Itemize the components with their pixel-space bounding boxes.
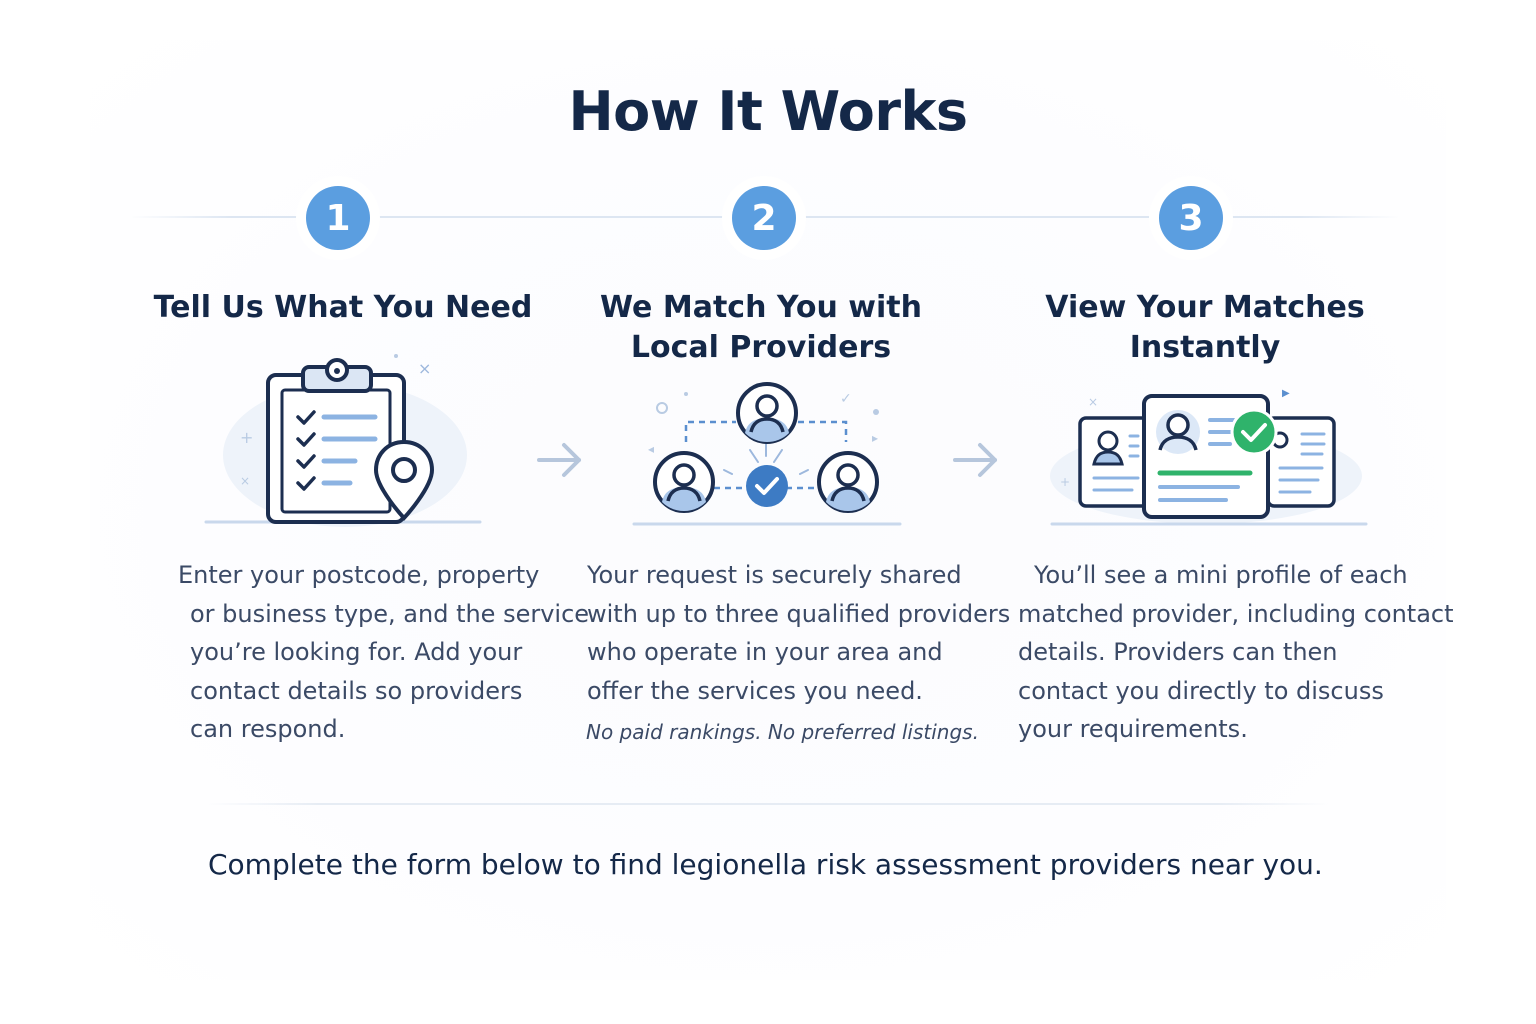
- avatar-right: [817, 451, 879, 513]
- step-1-desc-line-5: can respond.: [190, 715, 346, 743]
- step-3-description: You’ll see a mini profile of each matche…: [1018, 556, 1454, 749]
- svg-text:◂: ◂: [648, 442, 654, 456]
- svg-text:+: +: [240, 428, 253, 447]
- arrow-right-icon: [537, 443, 581, 477]
- step-3-title-line-1: View Your Matches: [1045, 290, 1365, 325]
- svg-text:+: +: [1060, 475, 1070, 489]
- svg-text:▸: ▸: [872, 431, 878, 445]
- step-1-desc-line-4: contact details so providers: [190, 676, 523, 705]
- step-2-desc-line-3: who operate in your area and: [587, 638, 943, 666]
- step-1-desc-line-3: you’re looking for. Add your: [190, 638, 523, 666]
- arrow-right-icon: [953, 443, 997, 477]
- avatar-top: [736, 382, 798, 444]
- step-2-title: We Match You with Local Providers: [548, 288, 974, 368]
- step-2-description: Your request is securely shared with up …: [587, 556, 1010, 710]
- step-2-desc-line-1: Your request is securely shared: [587, 561, 962, 589]
- step-3-badge: 3: [1159, 186, 1223, 250]
- svg-text:×: ×: [1088, 395, 1098, 409]
- page-title: How It Works: [568, 80, 968, 143]
- step-1-badge: 1: [306, 186, 370, 250]
- step-3-title-line-2: Instantly: [1129, 330, 1281, 365]
- cta-text: Complete the form below to find legionel…: [208, 848, 1323, 881]
- step-1-description: Enter your postcode, property or busines…: [178, 556, 589, 749]
- step-2-desc-line-2: with up to three qualified providers: [587, 599, 1011, 628]
- svg-text:×: ×: [240, 474, 250, 488]
- profile-cards-verified-icon: × + ▶: [1050, 388, 1368, 526]
- step-3-desc-line-1: You’ll see a mini profile of each: [1034, 561, 1408, 589]
- avatar-left: [653, 451, 715, 513]
- step-3-desc-line-5: your requirements.: [1018, 715, 1248, 743]
- step-1-desc-line-1: Enter your postcode, property: [178, 561, 540, 589]
- svg-text:×: ×: [418, 359, 431, 378]
- step-2-title-line-2: Local Providers: [630, 330, 892, 365]
- step-2-badge: 2: [732, 186, 796, 250]
- step-1-desc-line-2: or business type, and the service: [190, 599, 590, 628]
- section-divider: [208, 803, 1328, 805]
- step-1-title-line: Tell Us What You Need: [153, 290, 533, 325]
- step-2-note: No paid rankings. No preferred listings.: [586, 720, 979, 744]
- svg-text:▶: ▶: [1282, 388, 1290, 399]
- step-3-title: View Your Matches Instantly: [992, 288, 1418, 368]
- step-3-desc-line-3: details. Providers can then: [1018, 638, 1338, 666]
- step-2-title-line-1: We Match You with: [600, 290, 922, 325]
- svg-text:✓: ✓: [840, 391, 852, 407]
- step-3-desc-line-4: contact you directly to discuss: [1018, 676, 1384, 705]
- step-1-title: Tell Us What You Need: [130, 288, 556, 328]
- step-2-desc-line-4: offer the services you need.: [587, 676, 923, 705]
- step-3-desc-line-2: matched provider, including contact: [1018, 599, 1454, 628]
- provider-network-match-icon: ◂ ▸ ✓: [632, 382, 902, 526]
- clipboard-checklist-location-icon: + × ×: [204, 354, 482, 527]
